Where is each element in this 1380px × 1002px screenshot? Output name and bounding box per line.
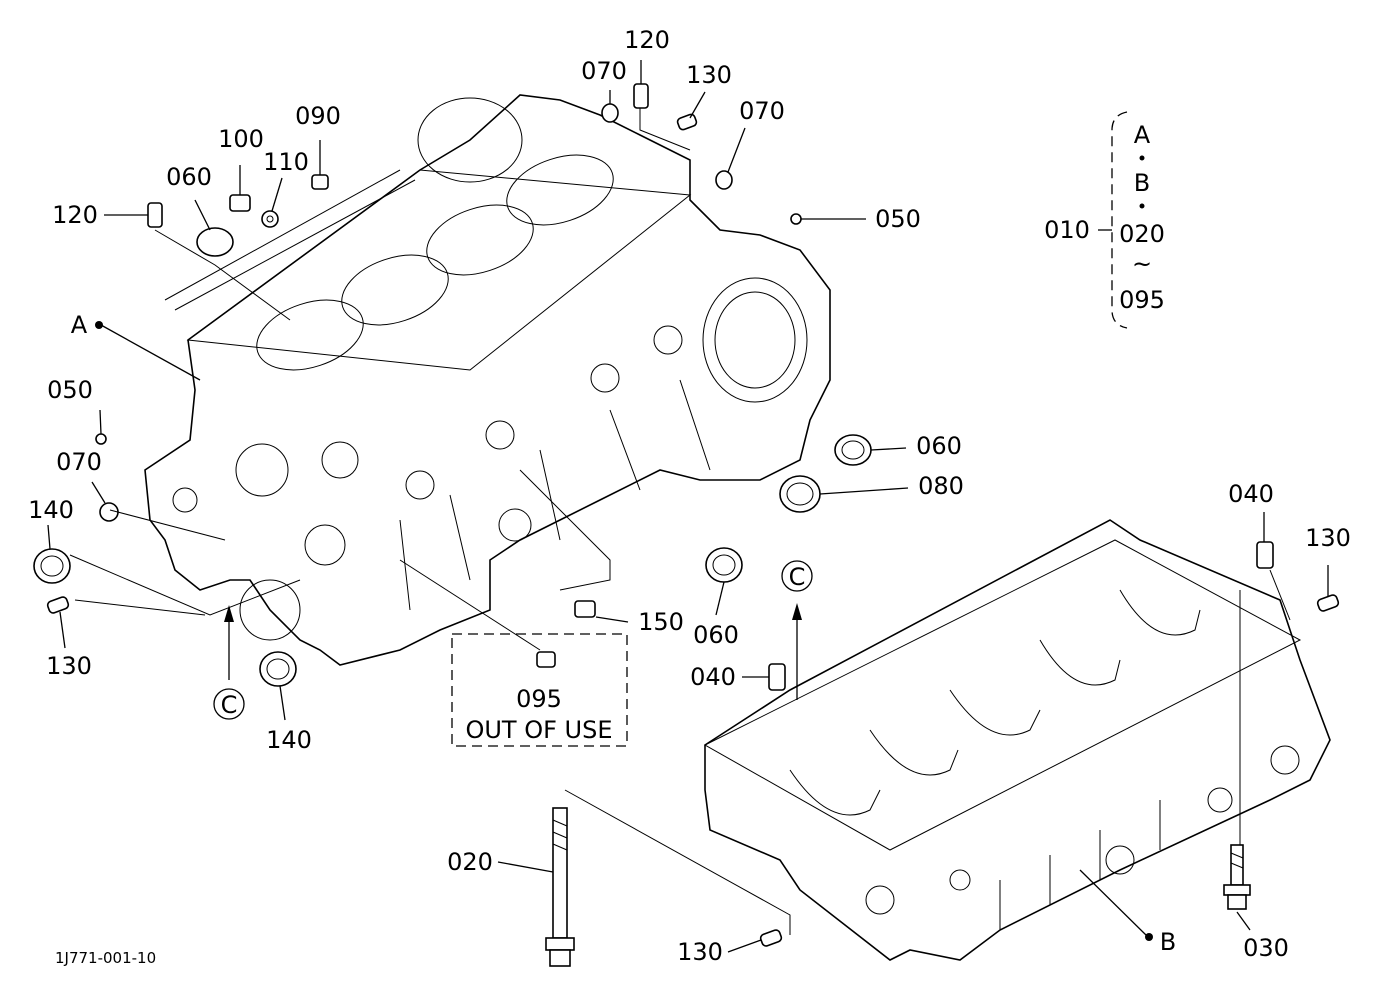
pin-130-top: [676, 113, 698, 131]
label-110: 110: [263, 148, 309, 176]
pin-130-left: [46, 596, 70, 614]
legend-line-095: 095: [1119, 286, 1165, 314]
label-080: 080: [918, 472, 964, 500]
label-130-bottom: 130: [677, 938, 723, 966]
washer-110: [261, 210, 279, 228]
pin-120-top: [633, 83, 649, 109]
label-C-left: C: [221, 691, 238, 719]
label-060-mid: 060: [693, 621, 739, 649]
legend-line-020: 020: [1119, 220, 1165, 248]
ball-050-right: [790, 213, 802, 225]
label-100: 100: [218, 125, 264, 153]
pin-130-right: [1316, 594, 1340, 612]
pin-120-left: [147, 202, 163, 228]
pin-130-bottom: [759, 929, 783, 947]
label-120-top: 120: [624, 26, 670, 54]
out-of-use-frame: [451, 633, 628, 747]
label-070-right: 070: [739, 97, 785, 125]
label-030: 030: [1243, 934, 1289, 962]
ring-070-right: [715, 170, 733, 190]
label-095: 095: [516, 685, 562, 713]
label-130-top: 130: [686, 61, 732, 89]
plug-150: [574, 600, 596, 618]
label-140-left: 140: [28, 496, 74, 524]
label-130-left: 130: [46, 652, 92, 680]
label-060-right: 060: [916, 432, 962, 460]
label-090: 090: [295, 102, 341, 130]
ring-070-left: [99, 502, 119, 522]
pin-040-right: [1256, 541, 1274, 569]
label-150: 150: [638, 608, 684, 636]
out-of-use-box: 095 OUT OF USE: [451, 633, 628, 747]
ball-050-left: [95, 433, 107, 445]
pin-040-mid: [768, 663, 786, 691]
label-120-left: 120: [52, 201, 98, 229]
label-050-right: 050: [875, 205, 921, 233]
seal-060-top: [196, 227, 234, 257]
legend-line-B: B: [1134, 169, 1150, 197]
label-050-left: 050: [47, 376, 93, 404]
seal-140-bottom: [259, 651, 297, 687]
lower-crankcase-block: [703, 519, 1331, 961]
out-of-use-text: OUT OF USE: [465, 716, 612, 744]
label-130-right: 130: [1305, 524, 1351, 552]
bolt-030-head: [1227, 894, 1247, 910]
leader-dot-A: [95, 321, 103, 329]
circle-C-right: [781, 560, 813, 592]
plug-100: [229, 194, 251, 212]
label-020: 020: [447, 848, 493, 876]
ring-070-top: [601, 103, 619, 123]
bolt-020-head: [549, 949, 571, 967]
bolt-030: [1223, 844, 1251, 910]
label-A: A: [71, 311, 88, 339]
bolt-020-shank: [552, 807, 568, 939]
label-070-left: 070: [56, 448, 102, 476]
legend-item-010: 010: [1044, 216, 1090, 244]
bolt-020-flange: [545, 937, 575, 951]
seal-140-left: [33, 548, 71, 584]
label-070-top: 070: [581, 57, 627, 85]
seal-060-mid: [705, 547, 743, 583]
label-040-right: 040: [1228, 480, 1274, 508]
legend-line-tilde: ~: [1132, 250, 1152, 278]
label-C-right: C: [789, 563, 806, 591]
plug-090: [311, 174, 329, 190]
label-B: B: [1160, 928, 1176, 956]
seal-080: [779, 475, 821, 513]
plug-095: [536, 651, 556, 668]
upper-crankcase-block: [144, 94, 831, 666]
circle-C-left: [213, 688, 245, 720]
assembly-legend: 010 A B 020 ~ 095: [1044, 111, 1165, 329]
part-labels: 120 070 130 070 100 090 060 110 120 050 …: [28, 26, 1351, 966]
leader-lines: [47, 60, 1329, 953]
label-140-bottom: 140: [266, 726, 312, 754]
figure-code: 1J771-001-10: [55, 949, 156, 967]
label-040-mid: 040: [690, 663, 736, 691]
bolt-020: [545, 807, 575, 967]
legend-line-A: A: [1134, 121, 1151, 149]
label-060-top: 060: [166, 163, 212, 191]
bolt-030-flange: [1223, 884, 1251, 896]
seal-060-right: [834, 434, 872, 466]
